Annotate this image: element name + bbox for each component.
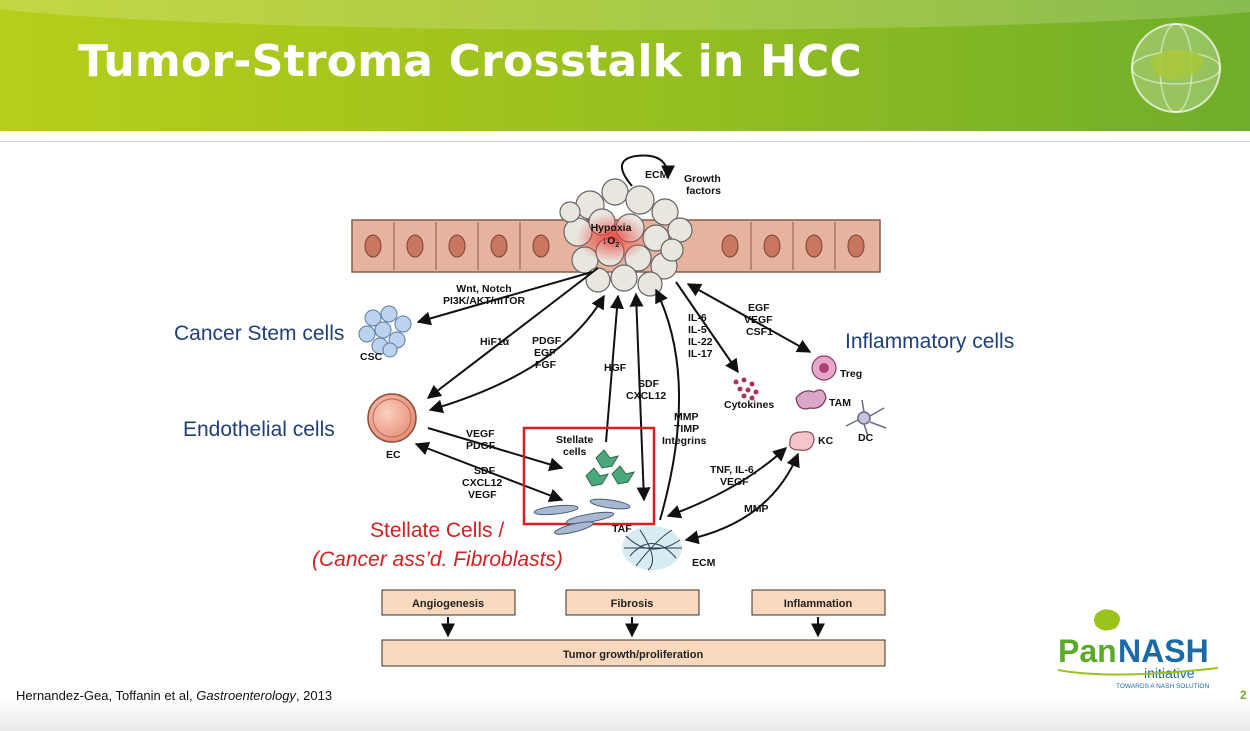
angiogenesis-box — [381, 589, 516, 616]
csc-cluster — [358, 305, 412, 358]
tumor-growth-box — [381, 639, 886, 667]
kc-label: KC — [818, 435, 834, 447]
tumor-growth-label: Tumor growth/proliferation — [563, 649, 704, 661]
treg-label: Treg — [840, 368, 862, 380]
csc-label: CSC — [360, 351, 383, 363]
cytokines-dots — [733, 377, 759, 401]
title-banner — [0, 0, 1250, 131]
banner-divider — [0, 131, 1250, 142]
citation-authors: Hernandez-Gea, Toffanin et al, — [16, 688, 197, 703]
endothelial-lumen — [372, 398, 412, 438]
ecm-mesh — [622, 526, 682, 571]
il22-label: IL-22 — [688, 336, 713, 348]
growth-label: Growth — [684, 173, 721, 185]
arrow-ec-stellate — [427, 427, 564, 472]
tam-label: TAM — [829, 397, 851, 409]
stellate-cells-heading: Stellate Cells / — [370, 519, 504, 542]
hypoxia-label: Hypoxia — [591, 222, 632, 234]
tam-cell — [795, 389, 827, 410]
arrow-tumor-ec-2 — [428, 294, 605, 414]
il17-label: IL-17 — [688, 348, 713, 360]
arrow-mmp — [655, 288, 680, 521]
fibrosis-label: Fibrosis — [611, 598, 654, 610]
il5-label: IL-5 — [688, 324, 707, 336]
dc-label: DC — [858, 432, 874, 444]
inflammation-label: Inflammation — [784, 598, 853, 610]
endothelial-cells-heading: Endothelial cells — [183, 418, 335, 441]
cytokines-label: Cytokines — [724, 399, 774, 411]
tnf-label: TNF, IL-6, — [710, 464, 757, 476]
citation: Hernandez-Gea, Toffanin et al, Gastroent… — [16, 688, 332, 703]
citation-journal: Gastroenterology — [196, 688, 296, 703]
csf1-label: CSF1 — [746, 326, 773, 338]
ecm-loop-arrow — [621, 154, 675, 187]
vegf-mid2-label: VEGF — [468, 489, 497, 501]
factors-label: factors — [686, 185, 721, 197]
taf-cells — [533, 498, 631, 535]
caf-heading: (Cancer ass’d. Fibroblasts) — [312, 548, 563, 571]
vegf-mid-label: VEGF — [466, 428, 495, 440]
citation-year: , 2013 — [295, 688, 333, 703]
treg-nucleus — [819, 363, 829, 373]
integrins-label: Integrins — [662, 435, 706, 447]
wnt-label-2: PI3K/AKT/mTOR — [443, 295, 525, 307]
egf-right-label: EGF — [748, 302, 770, 314]
inflammation-box — [751, 589, 886, 616]
cxcl12-label: CXCL12 — [626, 390, 666, 402]
ec-label: EC — [386, 449, 401, 461]
kc-cell — [789, 431, 815, 451]
arrow-mmp-right — [684, 452, 800, 545]
fibrosis-box — [565, 589, 700, 616]
liver-globe-logo — [1131, 23, 1221, 113]
inflammatory-cells-heading: Inflammatory cells — [845, 330, 1014, 353]
arrow-sdf — [629, 292, 651, 502]
logo-swoosh — [1057, 667, 1219, 676]
pannash-logo: Pan NASH initiative TOWARDS A NASH SOLUT… — [1057, 609, 1219, 690]
logo-nash: NASH — [1118, 633, 1209, 669]
arrow-hgf — [605, 294, 624, 443]
pdgf-label: PDGF — [532, 335, 562, 347]
cxcl12-mid-label: CXCL12 — [462, 477, 502, 489]
logo-pan: Pan — [1058, 633, 1117, 669]
arrow-inflammatory — [686, 283, 812, 353]
hgf-label: HGF — [604, 362, 627, 374]
angiogenesis-label: Angiogenesis — [412, 598, 484, 610]
stellate-label-1: Stellate — [556, 434, 594, 446]
arrow-ec-taf — [414, 441, 564, 503]
tumor-cluster — [559, 178, 693, 297]
cancer-stem-cells-heading: Cancer Stem cells — [174, 322, 344, 345]
wnt-label-1: Wnt, Notch — [456, 283, 511, 295]
stellate-label-2: cells — [563, 446, 587, 458]
logo-tagline: TOWARDS A NASH SOLUTION — [1116, 683, 1209, 690]
fgf-label: FGF — [535, 359, 557, 371]
liver-leaf-icon — [1094, 609, 1120, 631]
ecm-bottom-label: ECM — [692, 557, 716, 569]
ecm-top-label: ECM — [645, 169, 669, 181]
slide-title: Tumor-Stroma Crosstalk in HCC — [78, 36, 862, 87]
page-number: 2 — [1240, 688, 1247, 702]
mmp-label: MMP — [674, 411, 699, 423]
stellate-cells — [585, 449, 636, 487]
endothelial-cell — [367, 393, 417, 443]
o2-label: ↓O2 — [602, 235, 619, 249]
taf-label: TAF — [612, 523, 632, 535]
sdf-label: SDF — [638, 378, 660, 390]
dc-cell — [845, 399, 887, 437]
footer-band — [0, 700, 1250, 731]
timp-label: TIMP — [674, 423, 699, 435]
